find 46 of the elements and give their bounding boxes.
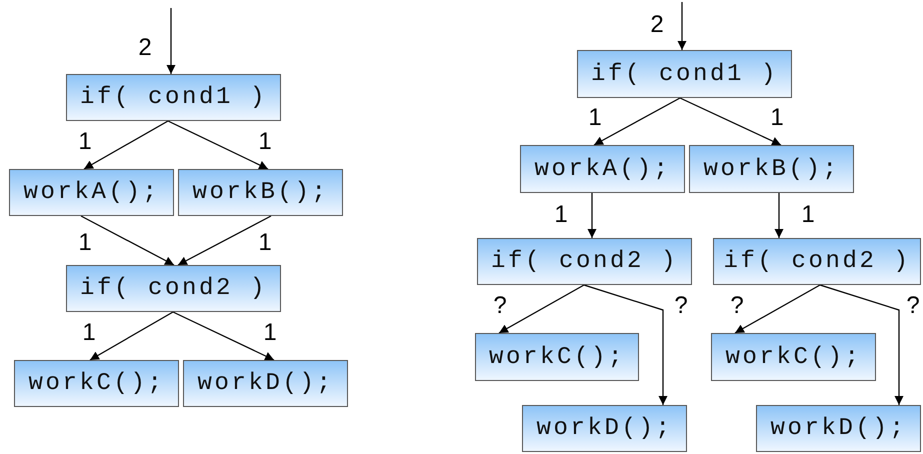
code-box xyxy=(577,50,792,98)
code-text: workD(); xyxy=(197,370,334,397)
arrow xyxy=(584,284,668,405)
arrow xyxy=(680,97,782,146)
arrow xyxy=(594,97,680,146)
code-box xyxy=(9,169,174,216)
arrow xyxy=(90,311,174,361)
code-text: if( cond1 ) xyxy=(590,60,778,88)
code-box xyxy=(756,405,921,452)
code-box xyxy=(178,169,343,216)
code-box xyxy=(66,74,281,121)
code-box xyxy=(66,265,281,312)
arrow xyxy=(84,120,168,170)
arrow xyxy=(498,284,584,334)
arrow xyxy=(820,284,904,405)
code-box xyxy=(713,238,921,285)
code-box xyxy=(475,333,639,381)
code-text: workD(); xyxy=(536,415,673,442)
arrow xyxy=(168,120,268,170)
code-text: workA(); xyxy=(534,156,671,182)
arrow xyxy=(678,2,686,50)
code-box xyxy=(477,238,692,285)
code-text: if( cond2 ) xyxy=(80,275,268,302)
code-box xyxy=(183,360,348,407)
code-text: if( cond2 ) xyxy=(723,248,911,275)
arrow xyxy=(178,215,272,266)
arrow xyxy=(588,193,596,238)
code-box xyxy=(689,145,854,193)
arrow xyxy=(734,284,820,334)
arrow xyxy=(80,215,174,266)
code-text: if( cond1 ) xyxy=(80,84,268,111)
code-box xyxy=(520,145,685,193)
code-text: workC(); xyxy=(28,370,165,397)
code-box xyxy=(711,333,876,381)
code-box xyxy=(522,405,687,452)
code-text: if( cond2 ) xyxy=(490,248,678,275)
code-text: workB(); xyxy=(703,156,840,182)
arrow xyxy=(166,8,176,74)
code-text: workC(); xyxy=(488,344,626,370)
code-text: workC(); xyxy=(725,344,862,370)
arrow xyxy=(172,311,274,361)
arrow xyxy=(774,193,784,238)
code-text: workA(); xyxy=(23,179,160,206)
code-text: workD(); xyxy=(770,415,907,442)
code-text: workB(); xyxy=(192,179,329,206)
code-box xyxy=(14,360,179,407)
